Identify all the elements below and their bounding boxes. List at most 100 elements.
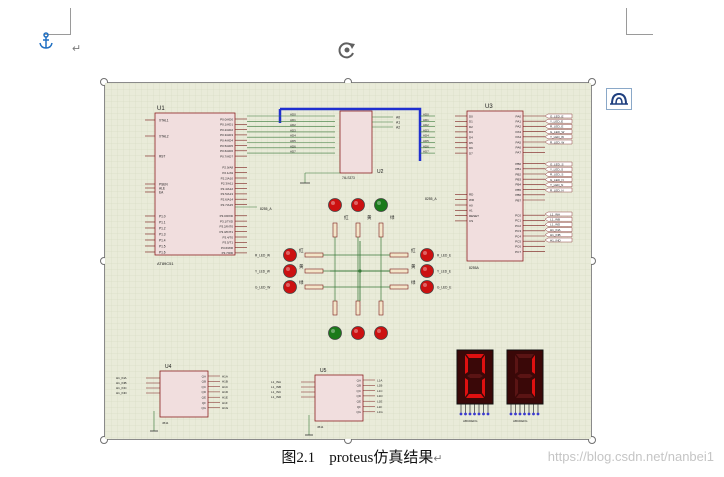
u3-right-pin-label: PA5 bbox=[516, 140, 522, 144]
u3-right-pin-label: PA7 bbox=[516, 151, 522, 155]
chip-u4-out-label: H1C bbox=[222, 385, 229, 389]
u3-left-pin-label: D5 bbox=[469, 141, 473, 145]
u2-out-label: A2 bbox=[396, 126, 400, 130]
chip-u5-in-label: L1_INB bbox=[271, 385, 281, 389]
led-west-label: 绿 bbox=[299, 279, 304, 285]
u3-net-label: R_LED_E bbox=[550, 125, 563, 129]
layout-options-button[interactable] bbox=[606, 88, 632, 110]
chip-u5-out-pin: QD bbox=[357, 394, 362, 398]
segment-g bbox=[467, 374, 483, 378]
bus-net-label: AD1 bbox=[423, 118, 429, 122]
u3-left-pin-label: D0 bbox=[469, 114, 473, 118]
chip-u5-out-pin: QG bbox=[356, 410, 361, 414]
chip-u1 bbox=[154, 112, 236, 256]
anchor-icon[interactable] bbox=[38, 32, 54, 55]
u1-right-pin-label: P0.5/AD5 bbox=[220, 144, 233, 148]
display-pin-dot bbox=[532, 412, 535, 416]
u1-left-pin-label: XTAL2 bbox=[159, 135, 169, 139]
resistor-west bbox=[304, 252, 324, 258]
chip-u4-out-pin: QD bbox=[202, 390, 207, 394]
rotate-handle-icon[interactable] bbox=[337, 40, 357, 60]
led-west-0 bbox=[283, 248, 297, 262]
led-east-2 bbox=[420, 280, 434, 294]
u1-right-pin-label: P2.7/A15 bbox=[221, 203, 234, 207]
u3-left-pin-label: RD bbox=[469, 193, 474, 197]
resize-handle-nw[interactable] bbox=[100, 78, 108, 86]
chip-u5-out-pin: QE bbox=[357, 400, 361, 404]
u1-right-pin-label: P2.0/A8 bbox=[222, 166, 233, 170]
chip-u4-out-label: H1A bbox=[222, 374, 228, 378]
chip-u4-in-label: H1_INC bbox=[116, 386, 128, 390]
led-west-1 bbox=[283, 264, 297, 278]
u3-net-label: H1_INA bbox=[550, 228, 561, 232]
resistor-east bbox=[389, 252, 409, 258]
net-tag bbox=[544, 134, 573, 139]
u3-right-pin-label: PC5 bbox=[515, 240, 521, 244]
u3-left-pin-label: D4 bbox=[469, 136, 473, 140]
display-pin-dot bbox=[477, 412, 481, 416]
u3-right-pin-label: PA2 bbox=[516, 125, 522, 129]
led-south-0-shine bbox=[331, 329, 335, 333]
segment-g bbox=[517, 374, 533, 378]
chip-u5-out-pin: QB bbox=[357, 384, 361, 388]
chip-u4 bbox=[159, 370, 209, 418]
layout-options-icon bbox=[610, 92, 628, 105]
net-tag bbox=[544, 177, 573, 182]
chip-u4-out-label: H1E bbox=[222, 396, 228, 400]
u3-left-pin-label: RESET bbox=[469, 214, 479, 218]
net-tag bbox=[544, 217, 573, 222]
chip-u4-out-pin: QC bbox=[202, 385, 207, 389]
chip-u4-in-label: H1_INA bbox=[116, 376, 127, 380]
u3-right-pin-label: PA4 bbox=[516, 135, 522, 139]
u3-left-pin-label: CS bbox=[469, 219, 473, 223]
chip-u2 bbox=[339, 110, 373, 174]
u3-net-label: G_LED_N bbox=[550, 178, 564, 182]
resistor-east bbox=[389, 268, 409, 274]
resize-handle-se[interactable] bbox=[588, 436, 596, 444]
u2-out-label: A1 bbox=[396, 121, 400, 125]
resistor-north bbox=[332, 222, 338, 238]
display-pin-dot bbox=[468, 412, 472, 416]
segment-a bbox=[516, 354, 534, 358]
u1-right-pin-label: P0.3/AD3 bbox=[220, 133, 233, 137]
resistor-north bbox=[355, 222, 361, 238]
u3-left-pin-label: D1 bbox=[469, 120, 473, 124]
chip-u5 bbox=[314, 374, 364, 422]
page-corner-top-left bbox=[44, 8, 71, 35]
u1-right-pin-label: P0.7/AD7 bbox=[220, 154, 233, 158]
chip-u4-out-pin: QA bbox=[202, 374, 206, 378]
resistor-south bbox=[378, 300, 384, 316]
u3-net-label: G_LED_W bbox=[550, 130, 565, 134]
u1-right-pin-label: P2.6/A14 bbox=[221, 198, 234, 202]
u1-left-pin-label: PSEN bbox=[159, 183, 168, 187]
u1-left-pin-label: P1.2 bbox=[159, 227, 166, 231]
net-tag bbox=[544, 237, 573, 243]
bus-net-label: AD3 bbox=[423, 128, 429, 132]
u1-left-pin-label: ALE bbox=[159, 187, 165, 191]
resize-handle-ne[interactable] bbox=[588, 78, 596, 86]
u3-right-pin-label: PB1 bbox=[515, 167, 521, 171]
led-west-net: G_LED_W bbox=[255, 286, 270, 290]
display-pin-dot bbox=[518, 412, 522, 416]
u3-right-pin-label: PC6 bbox=[515, 245, 521, 249]
chip-u5-out-label: L1G bbox=[377, 410, 383, 414]
u3-right-pin-label: PB5 bbox=[515, 188, 521, 192]
led-south-1-shine bbox=[354, 329, 358, 333]
segment-f bbox=[515, 355, 518, 374]
chip-u5-in-label: L1_IND bbox=[271, 395, 282, 399]
u1-left-pin-label: P1.5 bbox=[159, 245, 166, 249]
chip-u4-out-pin: QF bbox=[202, 401, 206, 405]
led-west-2-shine bbox=[286, 283, 290, 287]
led-west-2 bbox=[283, 280, 297, 294]
u1-left-pin-label: P1.6 bbox=[159, 251, 166, 255]
display-pin-label: ABCDEFG bbox=[463, 419, 478, 423]
u3-left-pin-label: D3 bbox=[469, 130, 473, 134]
u1-left-pin-label: P1.3 bbox=[159, 233, 166, 237]
caption-text: proteus仿真结果 bbox=[329, 450, 434, 466]
resize-handle-sw[interactable] bbox=[100, 436, 108, 444]
chip-u5-out-label: L1E bbox=[377, 400, 382, 404]
u3-right-pin-label: PB2 bbox=[515, 172, 521, 176]
u1-right-pin-label: P0.6/AD6 bbox=[220, 149, 233, 153]
u1-left-pin-label: EA bbox=[159, 191, 164, 195]
